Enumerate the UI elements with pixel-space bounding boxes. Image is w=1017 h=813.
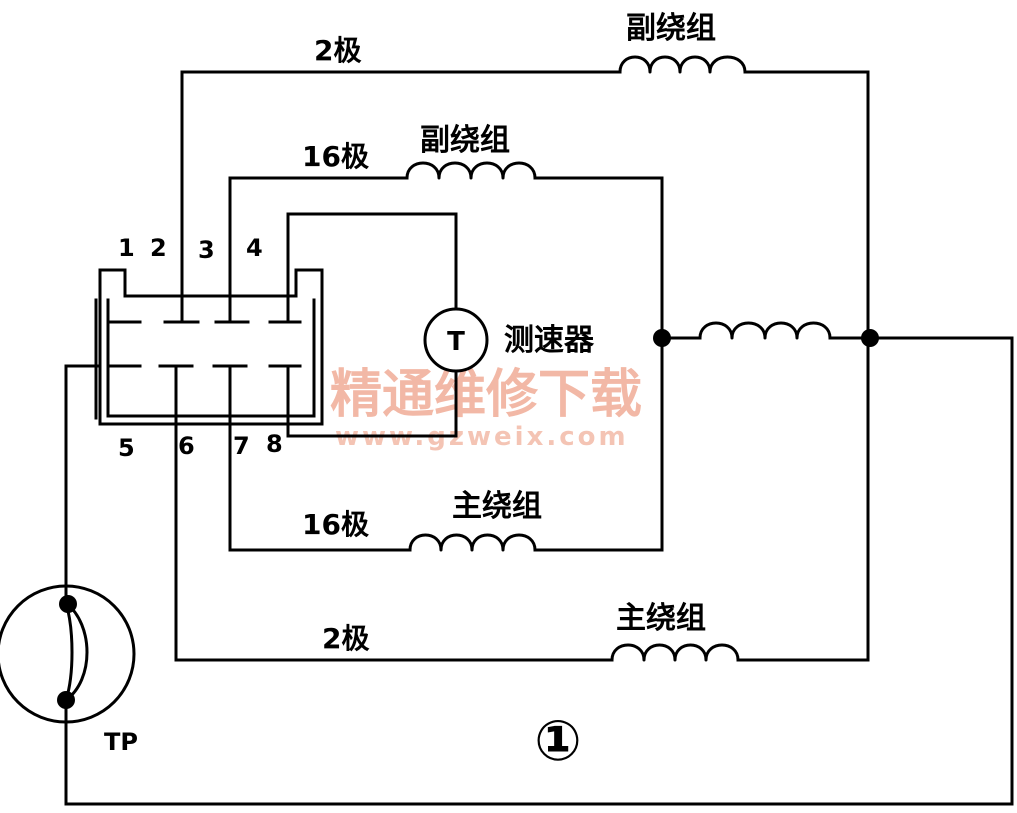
- coil-main-16pole: [408, 533, 537, 552]
- aux-16pole-name: 副绕组: [420, 123, 510, 158]
- main-2pole-pole-label: 2极: [322, 622, 369, 655]
- coil-main-2pole: [610, 643, 740, 662]
- aux-2pole-pole-label: 2极: [314, 34, 361, 67]
- pin-label-5: 5: [118, 434, 135, 462]
- pin-label-6: 6: [178, 432, 195, 460]
- wire-aux-16pole: [228, 176, 664, 340]
- pin-label-3: 3: [198, 236, 215, 264]
- wire-main-16pole: [228, 364, 664, 552]
- junction-left: [653, 329, 671, 347]
- wire-aux-2pole: [180, 70, 870, 340]
- pin-label-8: 8: [266, 430, 283, 458]
- wire-tachometer-top: [286, 212, 458, 324]
- aux-2pole-name: 副绕组: [626, 11, 716, 46]
- connector: [94, 268, 324, 438]
- thermal-protector: [0, 584, 136, 724]
- coil-common: [698, 321, 832, 340]
- pin-label-2: 2: [150, 234, 167, 262]
- tachometer-symbol: [423, 307, 489, 373]
- main-2pole-name: 主绕组: [616, 601, 706, 636]
- tachometer-label: 测速器: [504, 323, 595, 358]
- protector-label: TP: [104, 728, 138, 756]
- aux-16pole-pole-label: 16极: [302, 140, 369, 173]
- pin-label-4: 4: [246, 234, 263, 262]
- wire-tachometer-bottom: [298, 368, 458, 438]
- wire-right-vertical: [660, 336, 870, 662]
- coil-aux-2pole: [618, 55, 747, 74]
- pin-label-7: 7: [233, 432, 250, 460]
- coil-aux-16pole: [405, 161, 537, 180]
- watermark-title: 精通维修下载: [330, 364, 642, 425]
- main-16pole-pole-label: 16极: [302, 508, 369, 541]
- pin-label-1: 1: [118, 234, 135, 262]
- figure-number: ①: [534, 709, 581, 774]
- junction-right: [861, 329, 879, 347]
- wire-protector: [64, 364, 102, 605]
- tachometer-letter: T: [447, 327, 465, 357]
- wire-main-2pole: [174, 364, 870, 662]
- main-16pole-name: 主绕组: [452, 489, 542, 524]
